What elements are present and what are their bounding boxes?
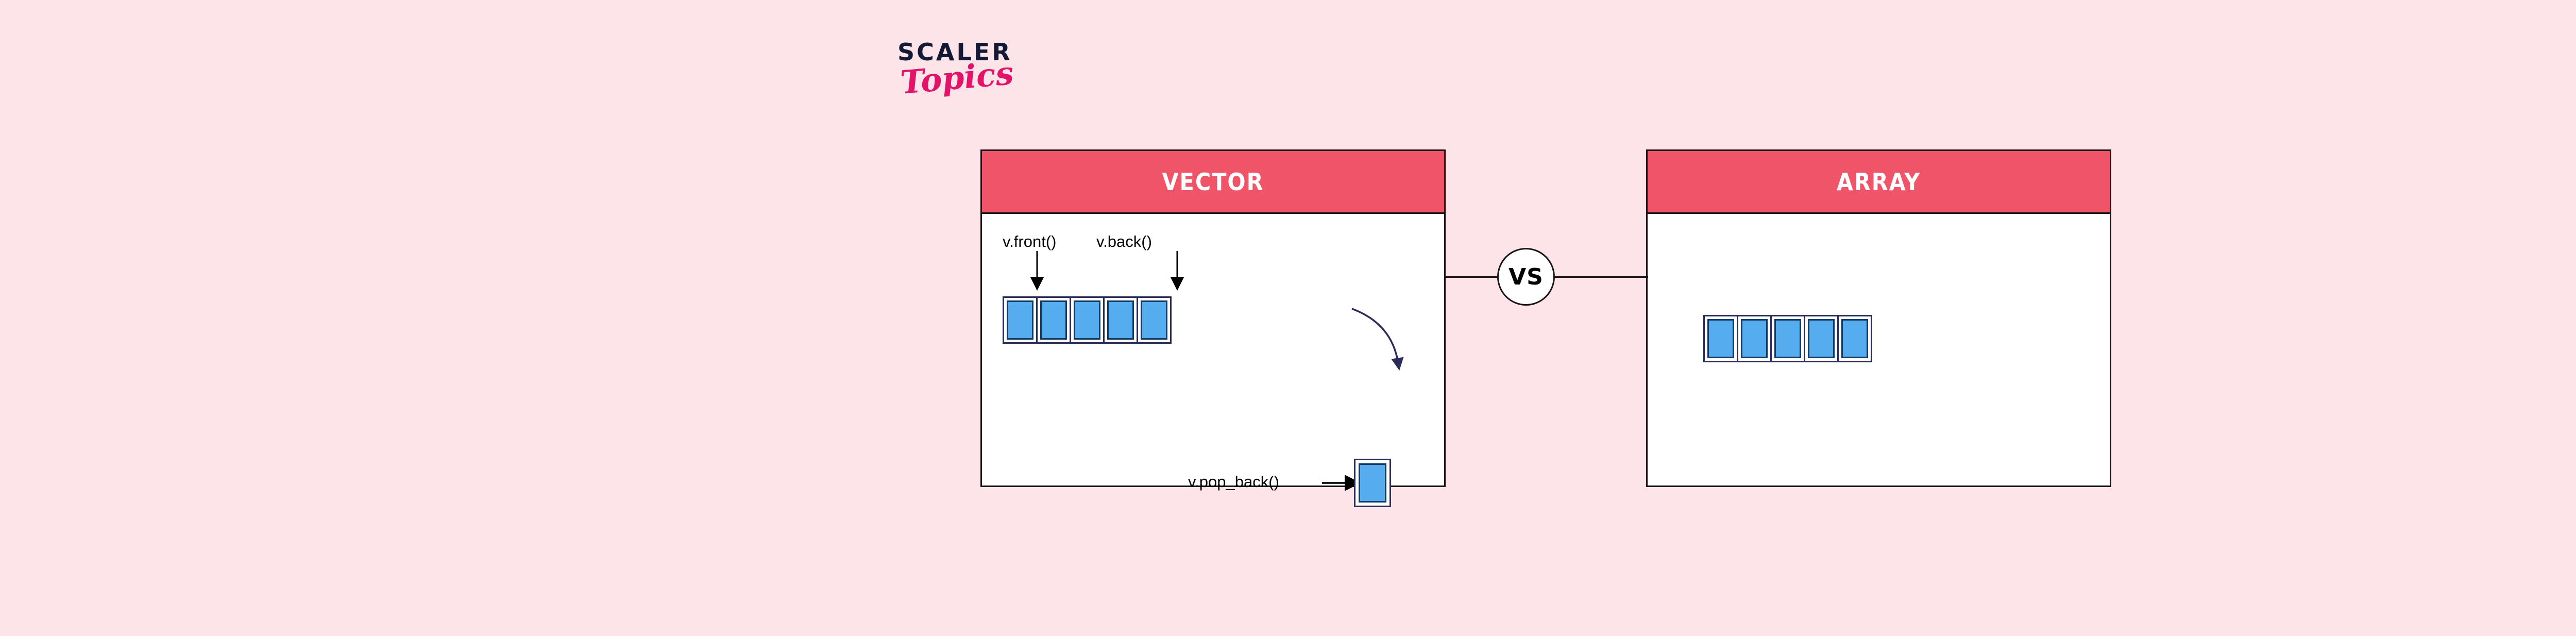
vector-cell-fill — [1074, 300, 1100, 340]
label-v-pop-back: v.pop_back() — [1188, 473, 1279, 491]
array-cell — [1737, 315, 1772, 362]
logo-wordmark: SCALER — [897, 38, 1012, 66]
vector-card-header: VECTOR — [982, 151, 1444, 214]
array-cell — [1703, 315, 1738, 362]
vector-cell-fill — [1040, 300, 1067, 340]
array-cell-fill — [1741, 319, 1768, 358]
array-cell-fill — [1808, 319, 1835, 358]
vector-cell-row — [1003, 296, 1172, 344]
vector-cell — [1137, 296, 1172, 344]
vector-card-title: VECTOR — [1162, 168, 1264, 196]
array-card-header: ARRAY — [1648, 151, 2110, 214]
vector-cell — [1103, 296, 1138, 344]
vector-popped-cell-fill — [1359, 463, 1386, 503]
scaler-topics-logo: SCALER Topics — [897, 40, 1062, 112]
vector-popped-cell — [1354, 459, 1391, 507]
array-card-body — [1648, 214, 2110, 486]
array-card: ARRAY — [1646, 149, 2111, 487]
vector-cell-fill — [1107, 300, 1134, 340]
vs-badge: VS — [1497, 248, 1555, 306]
connector-line-right — [1553, 276, 1648, 278]
vector-cell — [1036, 296, 1071, 344]
vector-card-body: v.front() v.back() — [982, 214, 1444, 507]
label-v-back: v.back() — [1096, 232, 1152, 250]
array-cell — [1770, 315, 1805, 362]
vs-label: VS — [1509, 263, 1544, 290]
array-cell-fill — [1774, 319, 1801, 358]
array-card-title: ARRAY — [1836, 168, 1921, 196]
array-cell — [1804, 315, 1839, 362]
array-cell — [1837, 315, 1872, 362]
arrow-pop-curve — [1351, 308, 1404, 371]
array-cell-fill — [1707, 319, 1734, 358]
label-v-front: v.front() — [1003, 232, 1057, 250]
vector-pointer-arrows — [1030, 251, 1404, 491]
array-cell-fill — [1841, 319, 1868, 358]
connector-line-left — [1446, 276, 1499, 278]
vector-cell — [1003, 296, 1038, 344]
vector-card: VECTOR v.front() v.back() — [980, 149, 1446, 507]
array-cell-row — [1703, 315, 1872, 362]
vector-cell — [1070, 296, 1105, 344]
vector-cell-fill — [1007, 300, 1033, 340]
vector-cell-fill — [1141, 300, 1167, 340]
